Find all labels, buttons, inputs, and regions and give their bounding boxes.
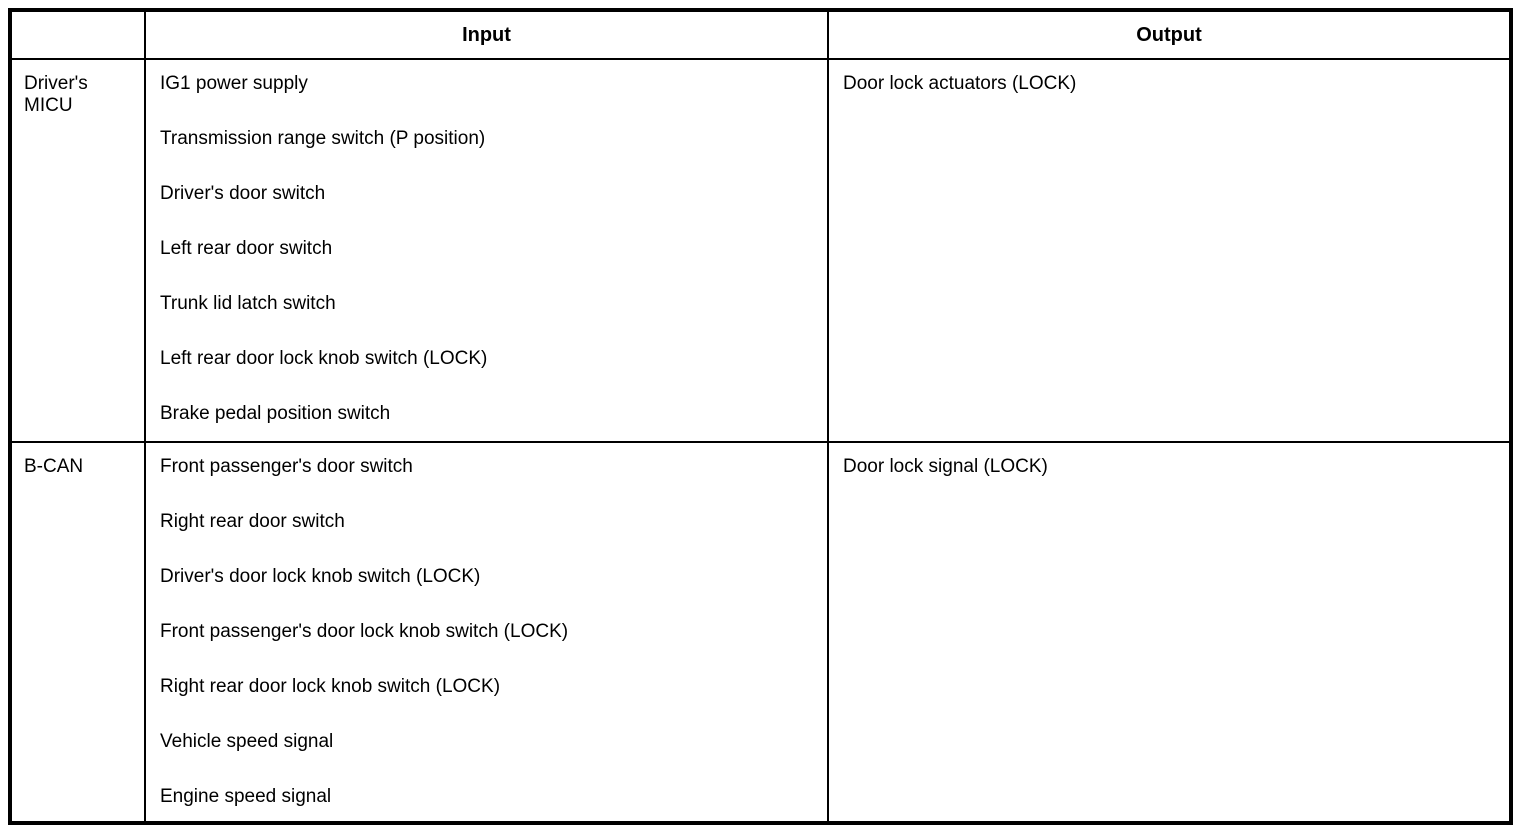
cell-line: Door lock signal (LOCK) [843, 456, 1048, 477]
cell-line: Brake pedal position switch [160, 403, 391, 424]
cell-line: Driver's door switch [160, 183, 326, 204]
source-column-header [9, 9, 146, 60]
cell-line: Front passenger's door lock knob switch … [160, 621, 569, 642]
input-column-header: Input [144, 9, 829, 60]
cell-line: Right rear door lock knob switch (LOCK) [160, 676, 501, 697]
cell-line: Left rear door lock knob switch (LOCK) [160, 348, 488, 369]
cell-line: Right rear door switch [160, 511, 345, 532]
cell-line: Engine speed signal [160, 786, 332, 807]
cell-line: Driver's door lock knob switch (LOCK) [160, 566, 481, 587]
output-cell: Door lock signal (LOCK) [827, 441, 1512, 824]
cell-line: Trunk lid latch switch [160, 293, 336, 314]
cell-line: Left rear door switch [160, 238, 333, 259]
output-cell: Door lock actuators (LOCK) [827, 58, 1512, 443]
cell-line: Door lock actuators (LOCK) [843, 73, 1077, 94]
input-output-table: Input Output Driver's MICU IG1 power sup… [8, 8, 1513, 825]
cell-line: Transmission range switch (P position) [160, 128, 486, 149]
source-cell: B-CAN [9, 441, 146, 824]
cell-line: Front passenger's door switch [160, 456, 413, 477]
source-cell: Driver's MICU [9, 58, 146, 443]
header-row: Input Output [9, 9, 1512, 60]
cell-line: Vehicle speed signal [160, 731, 334, 752]
cell-line: IG1 power supply [160, 73, 308, 94]
output-column-header: Output [827, 9, 1512, 60]
